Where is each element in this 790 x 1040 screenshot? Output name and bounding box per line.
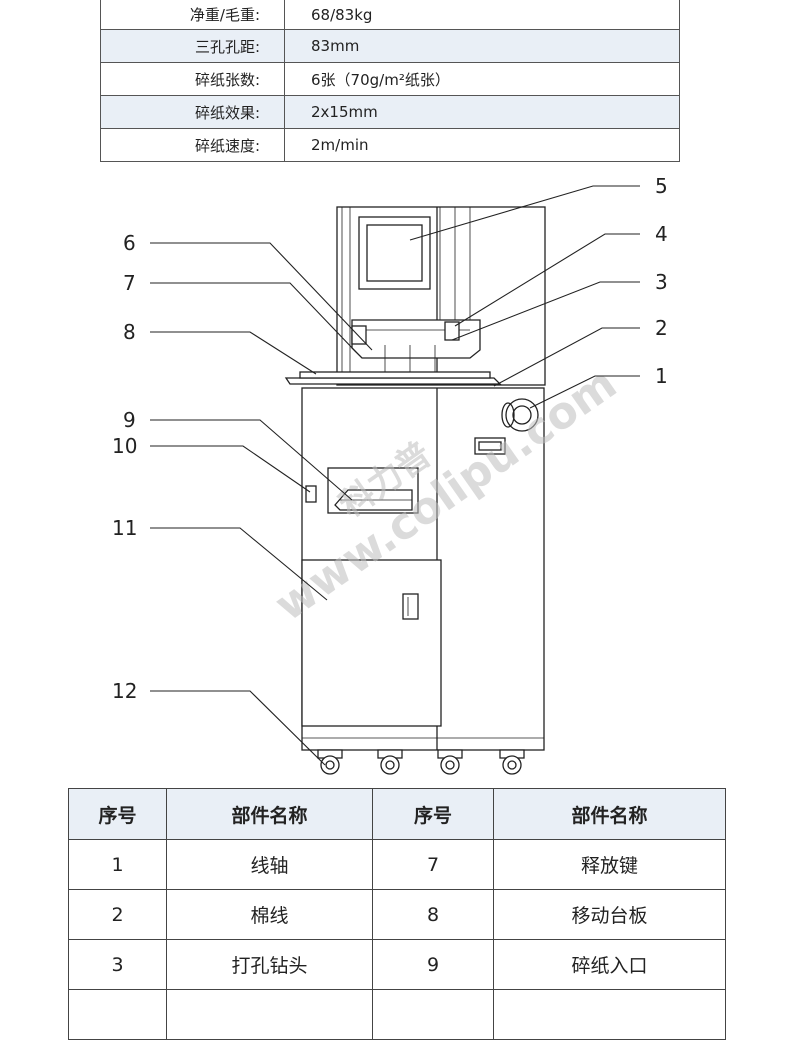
spec-row: 碎纸速度:2m/min bbox=[100, 128, 680, 162]
header-name: 部件名称 bbox=[493, 788, 726, 840]
part-no: 8 bbox=[372, 889, 494, 940]
parts-header-row: 序号 部件名称 序号 部件名称 bbox=[68, 788, 726, 840]
spec-value: 68/83kg bbox=[284, 0, 680, 30]
callout-10: 10 bbox=[112, 434, 137, 458]
part-name: 释放键 bbox=[493, 839, 726, 890]
callout-4: 4 bbox=[655, 222, 668, 246]
spec-label: 碎纸效果: bbox=[100, 95, 285, 129]
header-name: 部件名称 bbox=[166, 788, 373, 840]
part-no: 9 bbox=[372, 939, 494, 990]
part-no: 3 bbox=[68, 939, 167, 990]
callout-7: 7 bbox=[123, 271, 136, 295]
spec-label: 碎纸张数: bbox=[100, 62, 285, 96]
spec-value: 2m/min bbox=[284, 128, 680, 162]
callout-2: 2 bbox=[655, 316, 668, 340]
part-name: 棉线 bbox=[166, 889, 373, 940]
header-no: 序号 bbox=[68, 788, 167, 840]
table-row: 1 线轴 7 释放键 bbox=[68, 839, 726, 890]
spec-value: 83mm bbox=[284, 29, 680, 63]
spec-row: 三孔孔距:83mm bbox=[100, 29, 680, 63]
spec-row: 净重/毛重:68/83kg bbox=[100, 0, 680, 30]
callout-6: 6 bbox=[123, 231, 136, 255]
leader-lines bbox=[150, 185, 640, 766]
callout-9: 9 bbox=[123, 408, 136, 432]
part-name: 移动台板 bbox=[493, 889, 726, 940]
spec-value: 6张（70g/m²纸张） bbox=[284, 62, 680, 96]
spec-table: 净重/毛重:68/83kg 三孔孔距:83mm 碎纸张数:6张（70g/m²纸张… bbox=[100, 0, 680, 162]
spec-label: 碎纸速度: bbox=[100, 128, 285, 162]
spec-label: 净重/毛重: bbox=[100, 0, 285, 30]
spec-label: 三孔孔距: bbox=[100, 29, 285, 63]
spec-value: 2x15mm bbox=[284, 95, 680, 129]
callout-1: 1 bbox=[655, 364, 668, 388]
spec-row: 碎纸效果:2x15mm bbox=[100, 95, 680, 129]
table-row: 3 打孔钻头 9 碎纸入口 bbox=[68, 939, 726, 990]
header-no: 序号 bbox=[372, 788, 494, 840]
table-row: 2 棉线 8 移动台板 bbox=[68, 889, 726, 940]
part-name: 线轴 bbox=[166, 839, 373, 890]
part-no: 7 bbox=[372, 839, 494, 890]
machine-diagram: www.colipu.com 科力普 5 4 3 2 1 6 7 8 9 10 … bbox=[112, 174, 668, 775]
callout-3: 3 bbox=[655, 270, 668, 294]
parts-table: 序号 部件名称 序号 部件名称 1 线轴 7 释放键 2 棉线 8 移动台板 3… bbox=[68, 788, 726, 1040]
callout-12: 12 bbox=[112, 679, 137, 703]
part-name: 碎纸入口 bbox=[493, 939, 726, 990]
part-no: 2 bbox=[68, 889, 167, 940]
callout-5: 5 bbox=[655, 174, 668, 198]
callout-11: 11 bbox=[112, 516, 137, 540]
table-row-partial bbox=[68, 989, 726, 1040]
part-no: 1 bbox=[68, 839, 167, 890]
part-name: 打孔钻头 bbox=[166, 939, 373, 990]
callout-8: 8 bbox=[123, 320, 136, 344]
spec-row: 碎纸张数:6张（70g/m²纸张） bbox=[100, 62, 680, 96]
